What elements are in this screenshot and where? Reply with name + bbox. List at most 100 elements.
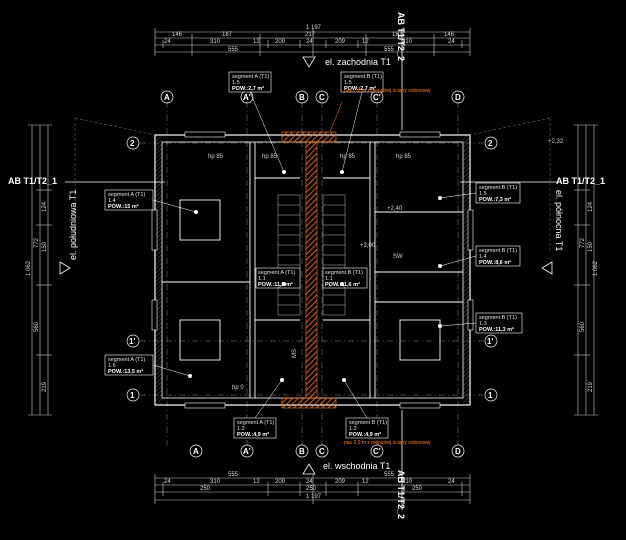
top-row3-dims: 555 555 [228,47,395,53]
right-total-dim: 1 062 [593,260,599,276]
elev-west-label: el. zachodnia T1 [325,57,391,67]
svg-text:1': 1' [129,337,135,346]
svg-text:segment A (T1): segment A (T1) [237,420,274,426]
level-hp85-1: hp 85 [208,154,224,160]
bottom-row3-dims: 250 250 250 [200,486,423,492]
svg-text:1.2: 1.2 [349,426,357,432]
elev-east-label: el. wschodnia T1 [323,461,390,471]
svg-text:pas 2,0 m z niepalnej ściany o: pas 2,0 m z niepalnej ściany osłonowej [344,440,430,446]
svg-text:124: 124 [42,201,48,212]
leader-lines [152,91,477,419]
room-tag-ms: MS [292,349,298,358]
section-lines [65,28,560,510]
svg-text:146: 146 [444,32,455,38]
svg-text:A': A' [243,93,251,102]
section-label-right: AB T1/T2_1 [556,176,605,186]
svg-text:2: 2 [130,139,135,148]
svg-text:187: 187 [392,32,403,38]
svg-text:POW.:2,7 m²: POW.:2,7 m² [232,85,264,92]
svg-text:1.1: 1.1 [258,276,266,282]
svg-text:310: 310 [402,479,413,485]
svg-text:segment A (T1): segment A (T1) [232,74,269,80]
svg-text:560: 560 [580,321,586,332]
level-stair: +3,00 [360,243,376,249]
svg-text:segment B (T1): segment B (T1) [479,185,517,191]
svg-text:555: 555 [228,47,239,53]
roof-outline [74,117,551,250]
svg-text:209: 209 [335,39,346,45]
segment-tag-center-a: segment A (T1) 1.1 POW.:11,6 m² [255,267,301,289]
svg-text:POW.:15 m²: POW.:15 m² [108,203,139,210]
axis-labels-top: A A' B C C' D [164,93,461,102]
svg-text:1.6: 1.6 [108,363,116,369]
top-row1-dims: 146 187 217 187 146 [172,32,455,38]
axis-bubbles-sides [126,136,498,402]
bottom-total-dim: 1 197 [306,494,322,500]
elev-south-label: el. południowa T1 [68,190,78,260]
level-hp85-4: hp 85 [396,154,412,160]
svg-text:209: 209 [275,39,286,45]
elev-triangle-south [59,261,71,275]
svg-text:segment A (T1): segment A (T1) [108,192,145,198]
svg-text:560: 560 [34,321,40,332]
svg-text:POW.:2,7 m²: POW.:2,7 m² [344,85,376,92]
section-label-bottom: AB T1/T2_2 [396,470,406,519]
svg-text:A: A [164,93,170,102]
section-label-left: AB T1/T2_1 [8,176,57,186]
windows [151,131,474,409]
svg-text:pas 2,0 m z niepalnej ściany o: pas 2,0 m z niepalnej ściany osłonowej [344,88,430,94]
svg-text:310: 310 [402,39,413,45]
svg-text:A': A' [243,447,251,456]
svg-text:segment B (T1): segment B (T1) [344,74,382,80]
svg-text:segment B (T1): segment B (T1) [479,248,517,254]
stairs-right [322,194,346,316]
svg-text:1.1: 1.1 [325,276,333,282]
axis-labels-sides: 2 2 1' 1' 1 1 [129,139,493,400]
svg-text:555: 555 [228,472,239,478]
svg-text:209: 209 [335,479,346,485]
svg-text:24: 24 [448,39,455,45]
svg-text:12: 12 [362,39,369,45]
interior-walls [162,142,463,398]
svg-text:1.5: 1.5 [232,80,240,86]
svg-text:1.2: 1.2 [237,426,245,432]
note-top: pas 2,0 m z niepalnej ściany osłonowej [329,88,430,133]
svg-text:1.3: 1.3 [479,321,487,327]
elev-triangle-west [302,56,316,68]
svg-text:POW.:8,6 m²: POW.:8,6 m² [479,259,511,266]
svg-text:D: D [455,447,461,456]
svg-text:219: 219 [588,381,594,392]
svg-text:POW.:4,9 m²: POW.:4,9 m² [237,431,269,438]
svg-text:1.4: 1.4 [479,254,487,260]
svg-text:segment B (T1): segment B (T1) [349,420,387,426]
svg-text:555: 555 [384,472,395,478]
svg-text:187: 187 [222,32,233,38]
svg-text:24: 24 [448,479,455,485]
segment-tag-bot-b: segment B (T1) 1.2 POW.:4,9 m² [345,417,389,439]
svg-text:772: 772 [34,237,40,248]
svg-text:B: B [299,447,305,456]
segment-tag-center-b: segment B (T1) 1.1 POW.:11,6 m² [322,267,368,289]
level-mid: +2,40 [387,206,403,212]
level-hp85-3: hp 85 [340,154,356,160]
axis-labels-bottom: A A' B C C' D [193,447,461,456]
bottom-row1-dims: 555 555 [228,472,395,478]
room-tag-sw: SW [393,254,403,260]
svg-text:24: 24 [164,479,171,485]
svg-text:segment A (T1): segment A (T1) [258,270,295,276]
svg-text:772: 772 [580,237,586,248]
svg-text:C': C' [373,447,381,456]
svg-text:24: 24 [306,39,313,45]
axis-bubbles-bottom [189,444,465,458]
segment-tag-right-2: segment B (T1) 1.4 POW.:8,6 m² [475,245,521,267]
svg-text:146: 146 [172,32,183,38]
left-dimension-chain [28,124,52,416]
svg-text:segment B (T1): segment B (T1) [479,315,517,321]
svg-text:1: 1 [488,391,493,400]
svg-text:2: 2 [488,139,493,148]
svg-text:POW.:13,5 m²: POW.:13,5 m² [108,368,143,375]
svg-text:217: 217 [305,32,316,38]
top-total-dim: 1 197 [306,25,322,31]
